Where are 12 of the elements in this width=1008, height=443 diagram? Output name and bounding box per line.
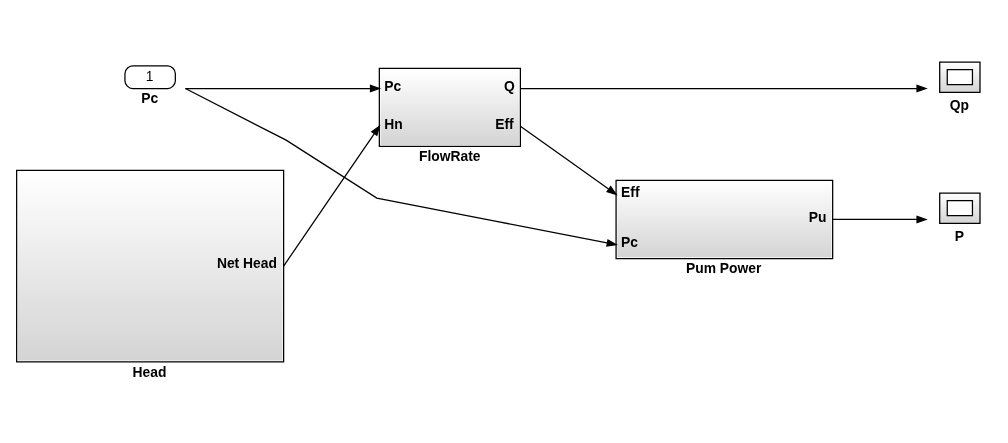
arrow [519,84,928,92]
arrow [832,215,928,223]
node-label: Head [132,363,167,380]
arrow [184,84,382,92]
node-label: Pum Power [685,259,762,276]
arrow [184,87,618,247]
node-label: Qp [949,96,970,113]
node-label: FlowRate [419,147,481,164]
arrow [283,124,381,267]
arrow [519,125,618,195]
node-label: Pc [141,89,159,106]
node-label: P [954,227,965,244]
